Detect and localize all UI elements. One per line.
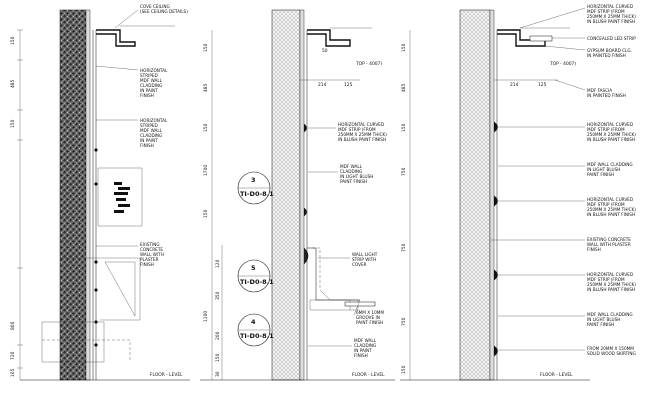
panel1-dim-1: 485 bbox=[10, 79, 16, 88]
panel3-note-4: HORIZONTAL CURVED MDF STRIP (FROM 250MM … bbox=[587, 122, 637, 142]
panel2-ceiling-level: TOP - 4007) bbox=[355, 61, 382, 67]
panel-1-elevation: 150 485 150 800 720 105 COVE CEILING (SE… bbox=[10, 4, 190, 381]
svg-text:5: 5 bbox=[251, 264, 256, 272]
panel2-dim-left-0: 150 bbox=[203, 43, 209, 52]
panel2-note-cladding-paint: MDF WALL CLADDING IN PAINT FINISH bbox=[354, 338, 378, 358]
panel3-note-2: GYPSUM BOARD CLG. IN PAINTED FINISH bbox=[587, 48, 633, 58]
panel3-note-7: EXISTING CONCRETE WALL WITH PLASTER FINI… bbox=[587, 237, 632, 252]
panel2-floor-level: FLOOR - LEVEL bbox=[352, 372, 385, 378]
panel3-note-3: MDF FASCIA IN PAINTED FINISH bbox=[587, 88, 626, 98]
panel2-dim-bottom-0: 214 bbox=[318, 82, 327, 88]
callout-5[interactable]: 5 TI-D0-8.1 bbox=[237, 259, 274, 293]
panel2-note-groove: 6MM X 10MM GROOVE IN PAINT FINISH bbox=[356, 310, 385, 325]
panel3-note-1: CONCEALED LED STRIP bbox=[587, 36, 636, 41]
panel3-note-9: MDF WALL CLADDING IN LIGHT BLUSH PAINT F… bbox=[587, 312, 634, 327]
panel2-dim-right-4: 30 bbox=[215, 371, 221, 377]
panel2-note-wall-light: WALL LIGHT STRIP WITH COVER bbox=[352, 252, 379, 267]
panel2-dim-left-2: 150 bbox=[203, 123, 209, 132]
panel1-dim-5: 105 bbox=[10, 368, 16, 377]
panel3-note-0: HORIZONTAL CURVED MDF STRIP (FROM 250MM … bbox=[587, 4, 637, 24]
panel2-dim-right-3: 150 bbox=[215, 353, 221, 362]
panel3-dim-left-1: 485 bbox=[401, 83, 407, 92]
panel3-dim-left-4: 750 bbox=[401, 243, 407, 252]
svg-text:TI-D0-8.1: TI-D0-8.1 bbox=[240, 190, 274, 198]
svg-text:4: 4 bbox=[251, 318, 256, 326]
panel2-small-dim: 50 bbox=[322, 48, 328, 54]
concrete-wall-hatch bbox=[271, 9, 301, 381]
panel3-dim-left-0: 150 bbox=[401, 43, 407, 52]
callout-3[interactable]: 3 TI-D0-8.1 bbox=[237, 171, 274, 205]
panel1-note-cove-ceiling: COVE CEILING (SEE CEILING DETAILS) bbox=[140, 4, 188, 14]
panel3-dim-left-3: 750 bbox=[401, 167, 407, 176]
panel2-dim-right-1: 350 bbox=[215, 291, 221, 300]
panel3-dim-left-6: 150 bbox=[401, 365, 407, 374]
svg-text:TI-D0-8.1: TI-D0-8.1 bbox=[240, 332, 274, 340]
panel2-dim-left-4: 150 bbox=[203, 209, 209, 218]
plaster-layer bbox=[85, 9, 91, 381]
panel1-dim-4: 720 bbox=[10, 351, 16, 360]
panel1-dim-0: 150 bbox=[10, 36, 16, 45]
panel2-dim-left-1: 485 bbox=[203, 83, 209, 92]
concrete-wall-hatch bbox=[59, 9, 87, 381]
panel3-note-10: FROM 20MM X 150MM SOLID WOOD SKIRTING bbox=[587, 346, 636, 356]
panel1-note-striped-cladding-1: HORIZONTAL STRIPED MDF WALL CLADDING IN … bbox=[140, 68, 169, 98]
panel1-note-striped-cladding-2: HORIZONTAL STRIPED MDF WALL CLADDING IN … bbox=[140, 118, 169, 148]
panel3-ceiling-level: TOP - 4007) bbox=[549, 61, 576, 67]
panel3-dim-bottom-1: 125 bbox=[538, 82, 547, 88]
panel2-note-wall-cladding: MDF WALL CLADDING IN LIGHT BLUSH PAINT F… bbox=[340, 164, 375, 184]
panel1-floor-level: FLOOR - LEVEL bbox=[150, 372, 183, 378]
concrete-wall-hatch bbox=[459, 9, 491, 381]
panel2-dim-left-3: 1700 bbox=[203, 165, 209, 176]
panel2-dim-left-5: 1100 bbox=[203, 311, 209, 322]
panel3-note-6: HORIZONTAL CURVED MDF STRIP (FROM 250MM … bbox=[587, 197, 637, 217]
panel3-note-8: HORIZONTAL CURVED MDF STRIP (FROM 250MM … bbox=[587, 272, 637, 292]
panel3-note-5: MDF WALL CLADDING IN LIGHT BLUSH PAINT F… bbox=[587, 162, 634, 177]
panel2-dim-bottom-1: 125 bbox=[344, 82, 353, 88]
panel3-floor-level: FLOOR - LEVEL bbox=[540, 372, 573, 378]
panel-3-section: TOP - 4007) 214 125 150 485 150 750 750 … bbox=[400, 4, 637, 381]
panel2-note-curved-strip: HORIZONTAL CURVED MDF STRIP (FROM 250MM … bbox=[338, 122, 388, 142]
panel1-dim-3: 800 bbox=[10, 321, 16, 330]
panel2-dim-right-0: 120 bbox=[215, 259, 221, 268]
callout-4[interactable]: 4 TI-D0-8.1 bbox=[237, 313, 274, 347]
panel3-dim-bottom-0: 214 bbox=[510, 82, 519, 88]
panel1-dim-2: 150 bbox=[10, 119, 16, 128]
panel3-dim-left-5: 750 bbox=[401, 317, 407, 326]
panel-2-section: TOP - 4007) 50 214 125 150 485 150 1700 … bbox=[200, 9, 395, 381]
panel3-dim-left-2: 150 bbox=[401, 123, 407, 132]
svg-text:3: 3 bbox=[251, 176, 256, 184]
panel1-note-existing-wall: EXISTING CONCRETE WALL WITH PLASTER FINI… bbox=[140, 242, 165, 267]
svg-text:TI-D0-8.1: TI-D0-8.1 bbox=[240, 278, 274, 286]
panel2-dim-right-2: 200 bbox=[215, 331, 221, 340]
